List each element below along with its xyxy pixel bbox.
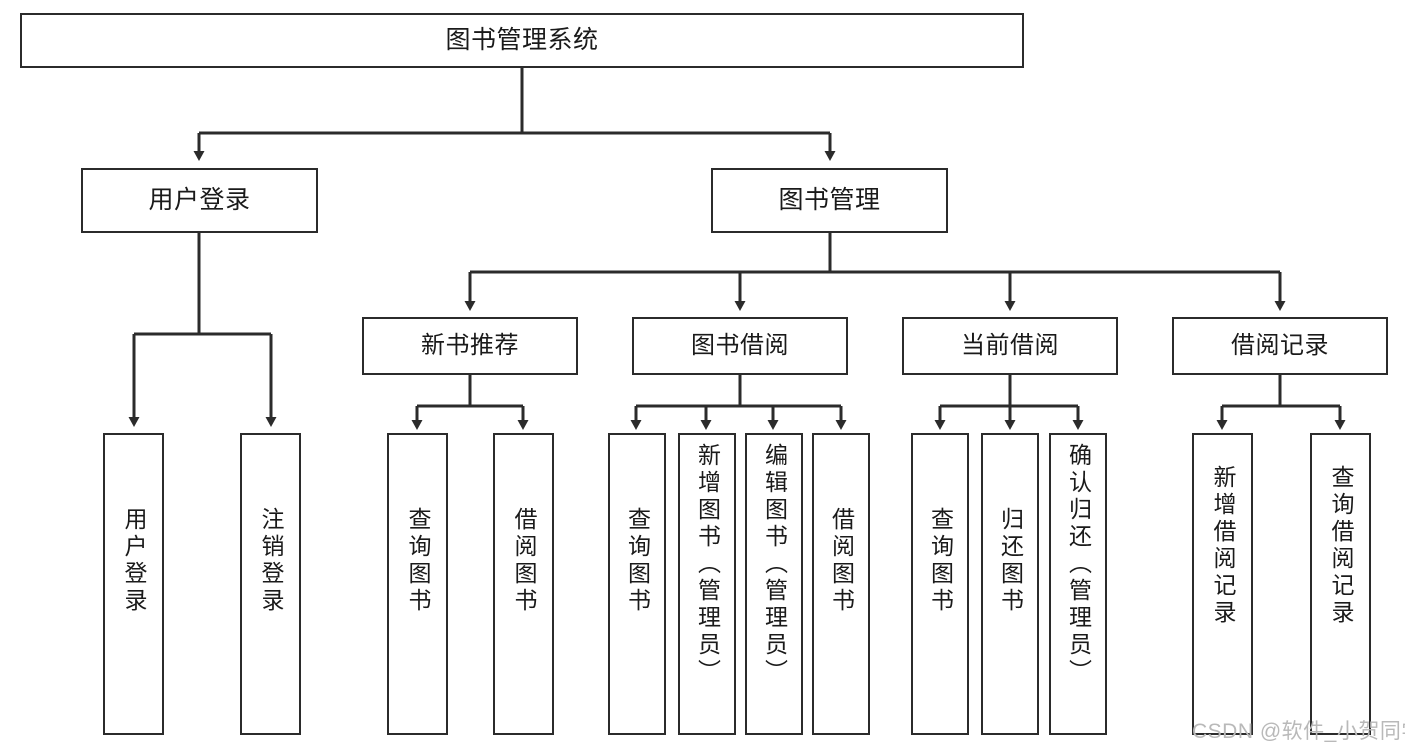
leaf-record-query-record[interactable]: 查询借阅记录 [1310,433,1371,735]
leaf-current-query-book[interactable]: 查询图书 [911,433,969,735]
node-label: 查询图书 [927,507,954,615]
node-label: 新增图书（管理员） [694,443,721,686]
node-label: 图书借阅 [691,331,789,359]
leaf-user-login-login[interactable]: 用户登录 [103,433,164,735]
node-label: 图书管理 [778,185,881,214]
leaf-current-return-book[interactable]: 归还图书 [981,433,1039,735]
node-label: 查询图书 [405,507,431,615]
leaf-recommend-borrow-book[interactable]: 借阅图书 [493,433,554,735]
node-borrow-record[interactable]: 借阅记录 [1172,317,1388,375]
node-label: 新增借阅记录 [1210,465,1236,627]
leaf-borrow-query-book[interactable]: 查询图书 [608,433,666,735]
node-label: 借阅记录 [1231,331,1329,359]
leaf-record-add-record[interactable]: 新增借阅记录 [1192,433,1253,735]
node-label: 查询图书 [624,507,651,615]
node-label: 借阅图书 [511,507,537,615]
node-current-borrow[interactable]: 当前借阅 [902,317,1118,375]
node-new-book-recommend[interactable]: 新书推荐 [362,317,578,375]
node-label: 新书推荐 [421,331,519,359]
leaf-user-login-logout[interactable]: 注销登录 [240,433,301,735]
watermark-text: CSDN @软件_小贺同学 [1192,720,1405,743]
node-root-system[interactable]: 图书管理系统 [20,13,1024,68]
node-label: 图书管理系统 [445,25,599,54]
node-label: 当前借阅 [961,331,1059,359]
node-label: 借阅图书 [828,507,855,615]
node-user-login[interactable]: 用户登录 [81,168,318,233]
node-book-management[interactable]: 图书管理 [711,168,948,233]
node-label: 查询借阅记录 [1328,465,1354,627]
node-label: 归还图书 [997,507,1024,615]
node-label: 编辑图书（管理员） [761,443,788,686]
node-label: 确认归还（管理员） [1065,443,1092,686]
node-book-borrow[interactable]: 图书借阅 [632,317,848,375]
leaf-current-confirm-return-admin[interactable]: 确认归还（管理员） [1049,433,1107,735]
node-label: 用户登录 [121,507,147,615]
leaf-borrow-borrow-book[interactable]: 借阅图书 [812,433,870,735]
node-label: 注销登录 [258,507,284,615]
node-label: 用户登录 [148,185,251,214]
leaf-recommend-query-book[interactable]: 查询图书 [387,433,448,735]
leaf-borrow-add-book-admin[interactable]: 新增图书（管理员） [678,433,736,735]
leaf-borrow-edit-book-admin[interactable]: 编辑图书（管理员） [745,433,803,735]
